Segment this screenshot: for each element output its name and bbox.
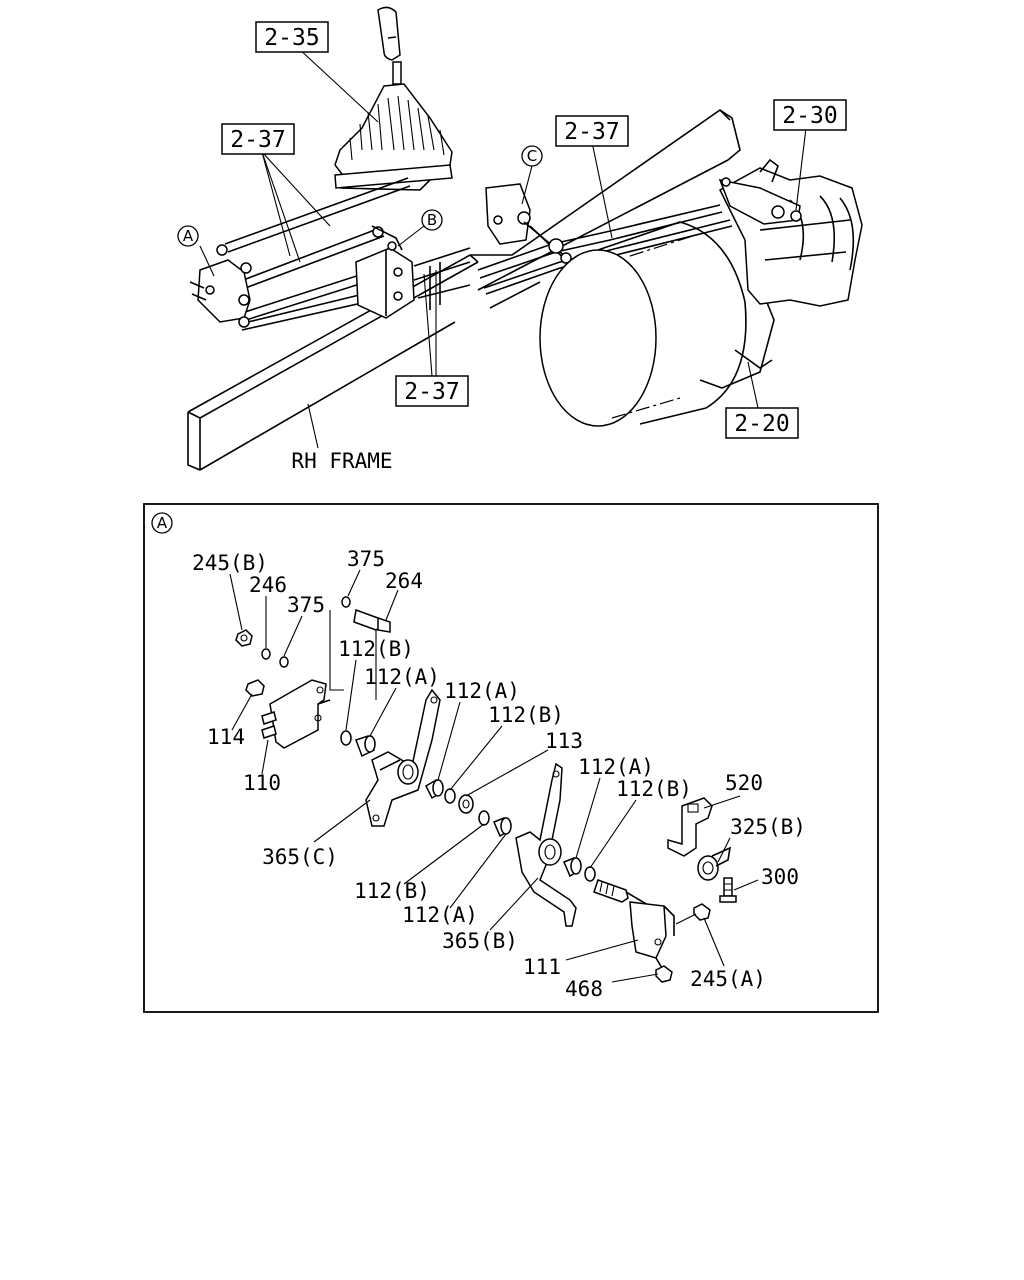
ref-label-2-20: 2-20 bbox=[734, 411, 789, 437]
label-365b: 365(B) bbox=[442, 929, 518, 953]
ref-box-2-37-low[interactable]: 2-37 bbox=[395, 375, 469, 407]
part-300-bolt bbox=[719, 877, 737, 903]
ref-box-2-20[interactable]: 2-20 bbox=[725, 407, 799, 439]
detail-a-leaders bbox=[229, 569, 759, 983]
label-112a-1: 112(A) bbox=[364, 665, 440, 689]
part-365b-lever bbox=[515, 762, 577, 927]
overview-illustration: 2-35 2-37 2-37 2-30 2-37 2-20 A B bbox=[177, 6, 863, 473]
part-325b-clip bbox=[697, 846, 732, 881]
label-112a-2: 112(A) bbox=[444, 679, 520, 703]
ref-box-2-37-mid[interactable]: 2-37 bbox=[555, 115, 629, 147]
label-245b: 245(B) bbox=[192, 551, 268, 575]
label-111: 111 bbox=[523, 955, 561, 979]
callout-c[interactable]: C bbox=[521, 145, 543, 167]
label-112a-3: 112(A) bbox=[402, 903, 478, 927]
callout-c-letter: C bbox=[527, 147, 537, 165]
ref-label-2-30: 2-30 bbox=[782, 103, 837, 129]
label-264: 264 bbox=[385, 569, 423, 593]
part-112b-ring-2 bbox=[444, 788, 456, 804]
ref-label-2-37-left: 2-37 bbox=[230, 127, 285, 153]
label-112b-3: 112(B) bbox=[354, 879, 430, 903]
detail-a-border bbox=[143, 503, 879, 1013]
label-246: 246 bbox=[249, 573, 287, 597]
label-112b-4: 112(B) bbox=[616, 777, 692, 801]
transmission bbox=[718, 158, 863, 307]
shift-lever-assembly bbox=[334, 6, 453, 191]
label-365c: 365(C) bbox=[262, 845, 338, 869]
part-114-nut bbox=[245, 679, 265, 697]
rh-frame-rail bbox=[187, 108, 741, 471]
detail-a-title: A bbox=[151, 512, 173, 534]
part-375-washer-top bbox=[341, 596, 351, 608]
part-245a-nut bbox=[675, 903, 711, 925]
part-112a-bushing-2 bbox=[425, 778, 444, 800]
part-520-bracket bbox=[667, 797, 713, 857]
label-112a-4: 112(A) bbox=[578, 755, 654, 779]
label-300: 300 bbox=[761, 865, 799, 889]
detail-a-labels: 245(B) 246 375 264 375 112(B) 112(A) 112… bbox=[192, 547, 806, 1001]
callout-a-letter: A bbox=[183, 227, 194, 245]
part-245b-nut bbox=[235, 629, 253, 647]
part-375-washer-left bbox=[279, 656, 289, 668]
ref-box-2-30[interactable]: 2-30 bbox=[773, 99, 847, 131]
label-110: 110 bbox=[243, 771, 281, 795]
part-112a-bushing-3 bbox=[493, 817, 512, 838]
overview-leaders bbox=[199, 47, 807, 449]
ref-label-2-37-mid: 2-37 bbox=[564, 119, 619, 145]
label-375-top: 375 bbox=[347, 547, 385, 571]
ref-label-2-37-low: 2-37 bbox=[404, 379, 459, 405]
label-375-left: 375 bbox=[287, 593, 325, 617]
detail-a-assembly-lines bbox=[329, 610, 377, 700]
part-112a-bushing-1 bbox=[355, 735, 376, 758]
part-110-bracket bbox=[261, 679, 331, 749]
label-112b-1: 112(B) bbox=[338, 637, 414, 661]
callout-b[interactable]: B bbox=[421, 209, 443, 231]
detail-a-panel: A bbox=[143, 503, 879, 1013]
part-111-bracket bbox=[629, 901, 675, 969]
ref-box-2-35[interactable]: 2-35 bbox=[255, 21, 329, 53]
part-246-clip bbox=[261, 648, 271, 660]
part-112b-ring-3 bbox=[478, 810, 490, 826]
ref-box-2-37-left[interactable]: 2-37 bbox=[221, 123, 295, 155]
part-112b-ring-4 bbox=[584, 866, 596, 882]
part-365c-lever bbox=[365, 688, 441, 827]
label-112b-2: 112(B) bbox=[488, 703, 564, 727]
part-264-bolt bbox=[353, 608, 391, 633]
bracket-b-assembly bbox=[355, 225, 471, 319]
callout-a[interactable]: A bbox=[177, 225, 199, 247]
clutch-housing bbox=[539, 221, 775, 427]
label-325b: 325(B) bbox=[730, 815, 806, 839]
frame-label: RH FRAME bbox=[291, 449, 392, 473]
callout-b-letter: B bbox=[427, 211, 437, 229]
part-113-washer bbox=[458, 794, 474, 814]
label-520: 520 bbox=[725, 771, 763, 795]
ref-label-2-35: 2-35 bbox=[264, 25, 319, 51]
label-468: 468 bbox=[565, 977, 603, 1001]
bracket-c-assembly bbox=[485, 183, 575, 269]
bracket-a-assembly bbox=[189, 244, 252, 328]
part-468-nut bbox=[655, 965, 673, 983]
label-114: 114 bbox=[207, 725, 245, 749]
detail-a-title-letter: A bbox=[157, 514, 168, 532]
label-245a: 245(A) bbox=[690, 967, 766, 991]
part-112b-ring-1 bbox=[340, 730, 352, 746]
label-113: 113 bbox=[545, 729, 583, 753]
part-112a-bushing-4 bbox=[563, 857, 582, 878]
